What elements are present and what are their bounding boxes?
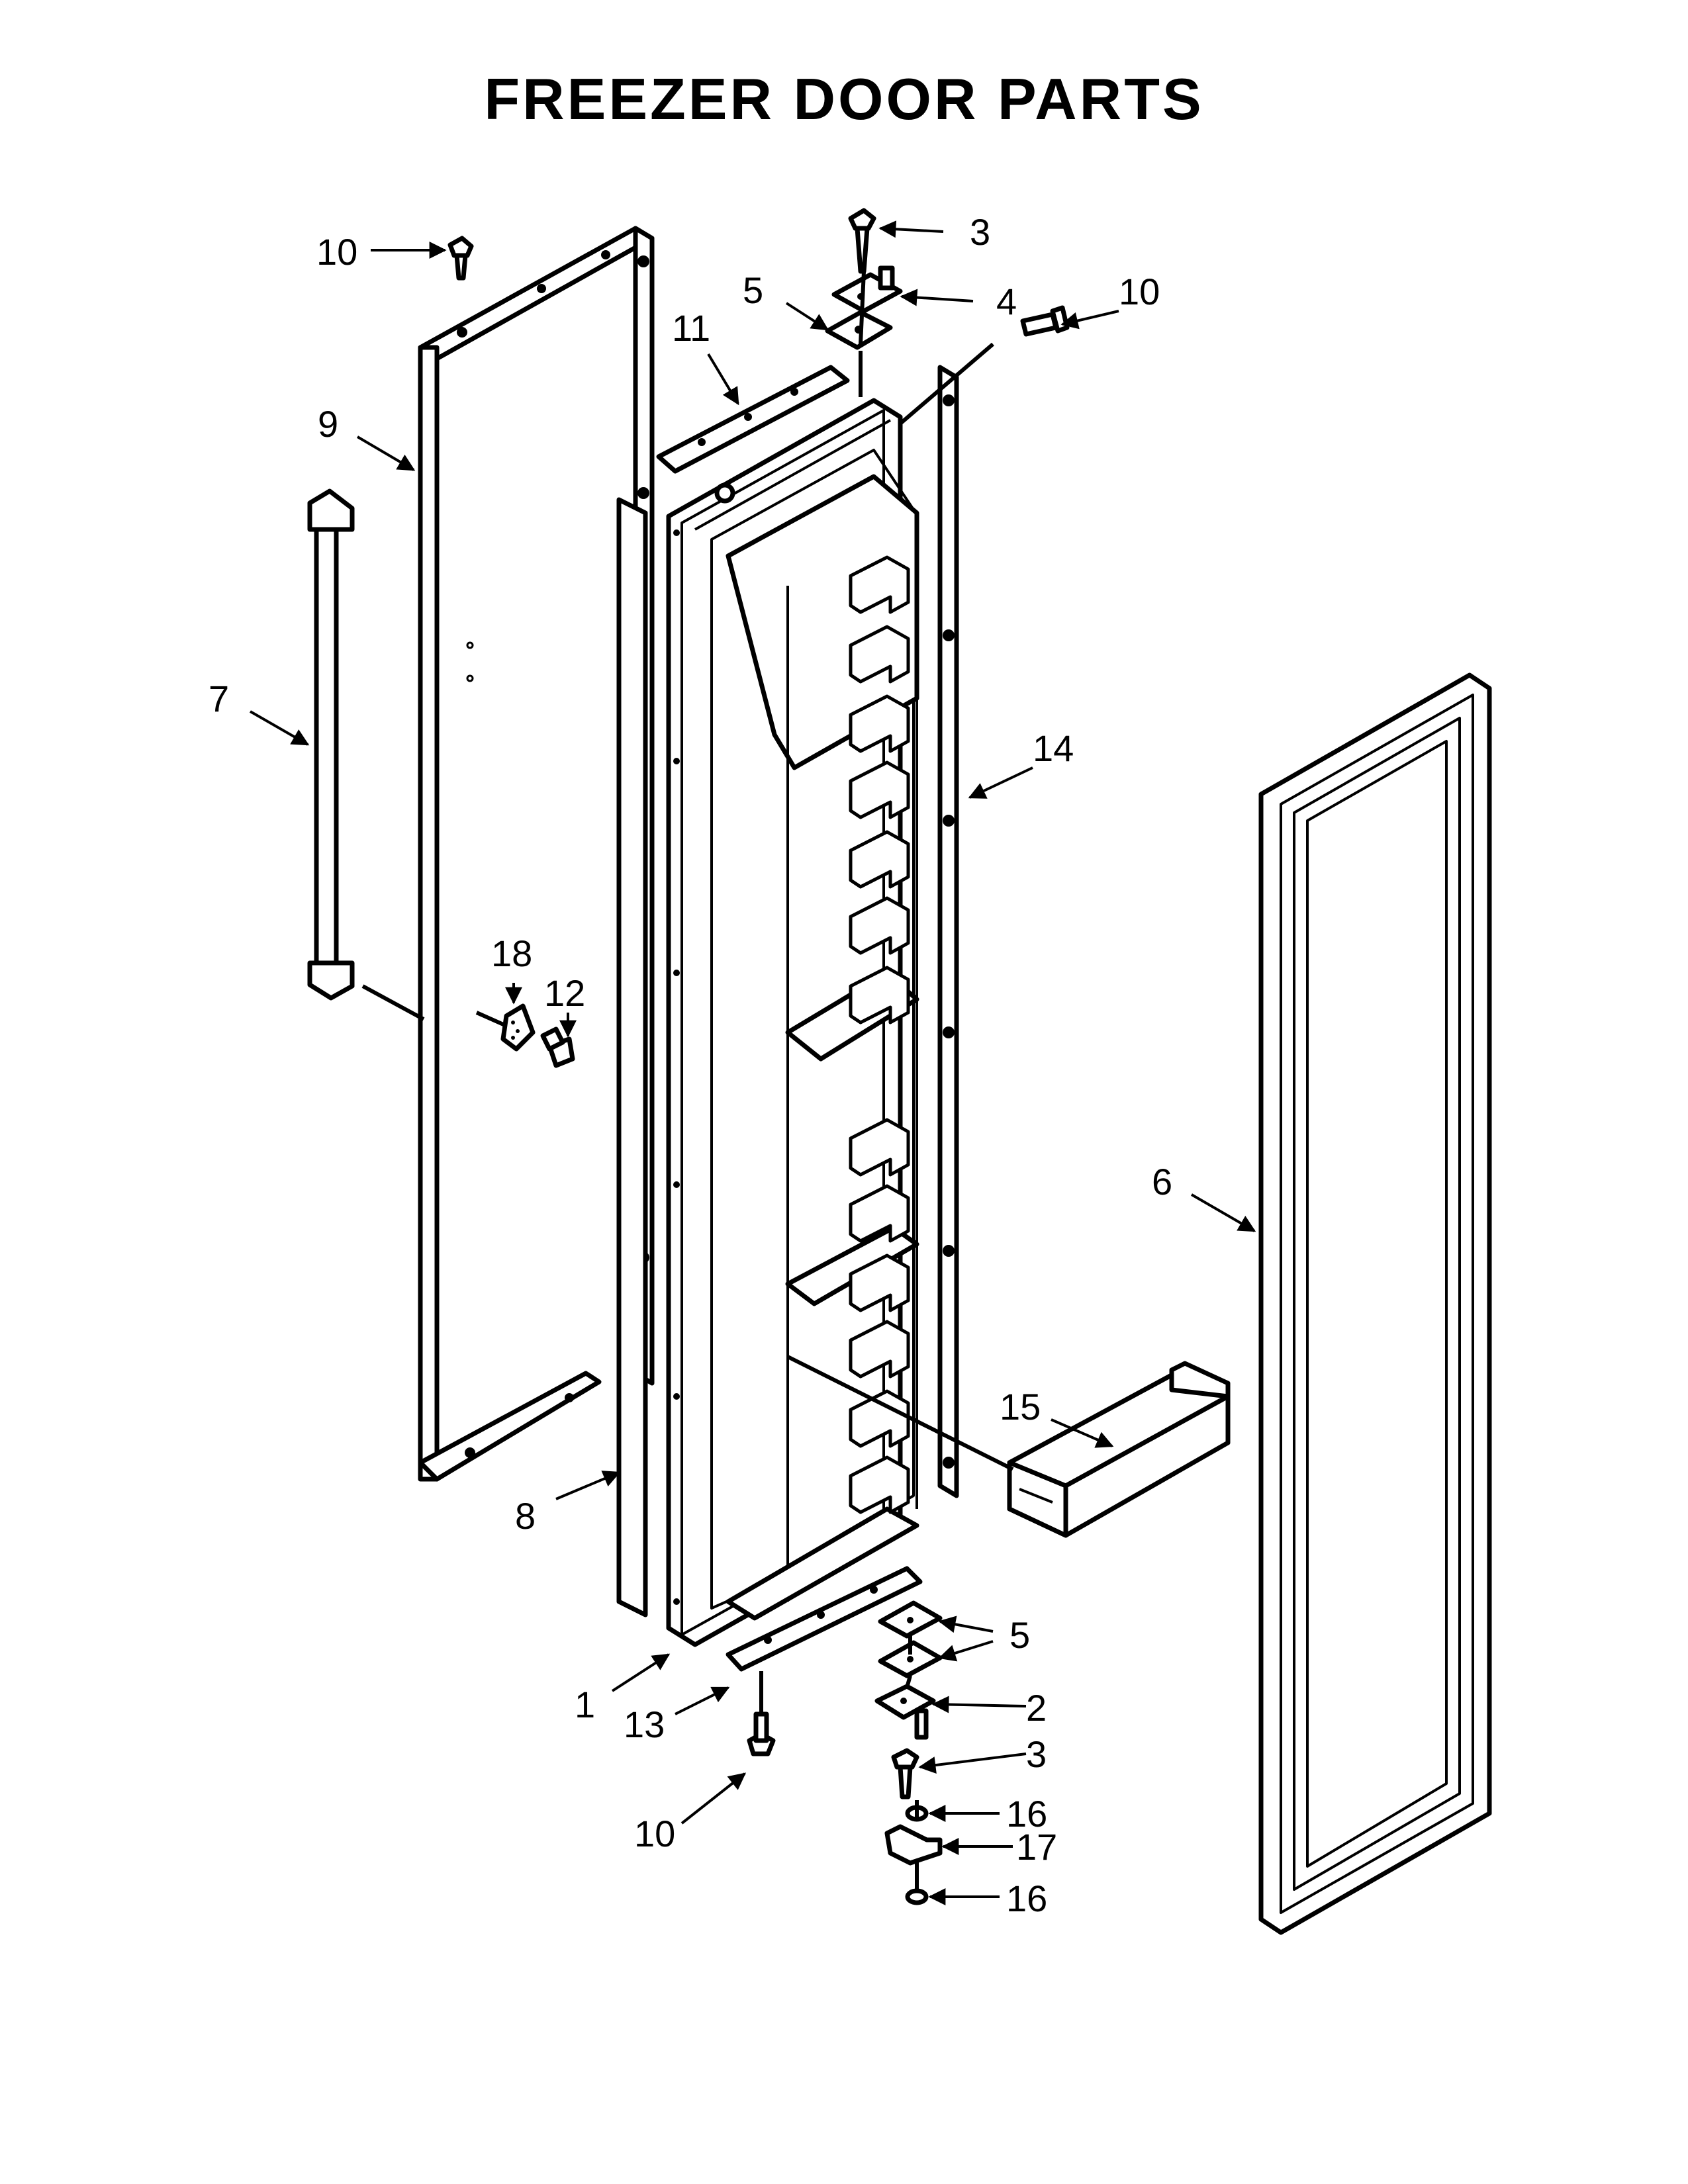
part-7-door-handle	[307, 488, 355, 1001]
part-18-plate	[500, 1003, 536, 1052]
part-12-screw	[540, 1026, 575, 1068]
shelf-rib	[849, 1320, 910, 1379]
part-10-side-screw	[1020, 305, 1070, 337]
callout-labels: 10 3 5 4 10 11 9 7 14 18 12 6 15 8 5 1 2…	[209, 211, 1172, 1919]
shelf-rib	[849, 1389, 910, 1448]
exploded-view-lines	[361, 271, 1014, 1891]
shelf-rib	[849, 555, 910, 614]
callout-10: 10	[634, 1813, 675, 1854]
callout-1: 1	[575, 1684, 595, 1725]
callout-16: 16	[1006, 1878, 1047, 1919]
callout-8: 8	[515, 1495, 536, 1537]
part-14-side-strip	[937, 365, 959, 1498]
callout-2: 2	[1026, 1687, 1047, 1729]
shelf-rib	[849, 896, 910, 955]
callout-10: 10	[316, 231, 357, 273]
callout-6: 6	[1152, 1161, 1172, 1203]
shelf-rib	[849, 1455, 910, 1514]
callout-5: 5	[743, 269, 763, 311]
callout-12: 12	[544, 972, 585, 1014]
page-title: FREEZER DOOR PARTS	[484, 66, 1203, 132]
callout-10: 10	[1119, 271, 1160, 312]
callout-16: 16	[1006, 1793, 1047, 1835]
callout-9: 9	[318, 403, 338, 445]
shelf-rib	[849, 625, 910, 684]
part-9-door-trim-frame	[418, 226, 655, 1482]
shelf-rib	[849, 830, 910, 889]
part-4-top-hinge	[831, 265, 903, 314]
part-10-frame-screw-bottom	[747, 1711, 776, 1756]
callout-4: 4	[996, 281, 1017, 322]
part-6-door-gasket	[1258, 672, 1492, 1935]
part-2-bottom-hinge	[874, 1684, 936, 1740]
door-liner-shelf-ribs	[849, 555, 910, 1514]
part-17-door-stop	[884, 1824, 943, 1866]
shelf-rib	[849, 1184, 910, 1243]
shelf-rib	[849, 966, 910, 1024]
part-15-door-bin	[1007, 1361, 1231, 1538]
part-3-top-hinge-screw	[848, 208, 876, 274]
part-10-frame-screw-top	[447, 236, 474, 281]
callout-15: 15	[1000, 1386, 1041, 1428]
shelf-rib	[849, 1118, 910, 1177]
shelf-rib	[849, 1253, 910, 1312]
callout-3: 3	[970, 211, 990, 253]
callout-arrows	[250, 220, 1256, 1905]
shelf-rib	[849, 760, 910, 819]
part-8-gasket-strip	[616, 497, 648, 1617]
part-3-bottom-hinge-screw	[891, 1748, 919, 1799]
callout-18: 18	[491, 933, 532, 974]
part-11-top-strip	[656, 365, 850, 474]
callout-7: 7	[209, 678, 229, 719]
part-1-door-liner	[666, 398, 919, 1647]
part-13-bottom-strip	[726, 1566, 923, 1672]
callout-11: 11	[672, 307, 710, 349]
shelf-rib	[849, 694, 910, 753]
callout-13: 13	[624, 1704, 665, 1745]
callout-14: 14	[1033, 727, 1074, 769]
callout-3: 3	[1026, 1733, 1047, 1775]
callout-17: 17	[1016, 1826, 1057, 1868]
callout-5: 5	[1009, 1614, 1030, 1656]
